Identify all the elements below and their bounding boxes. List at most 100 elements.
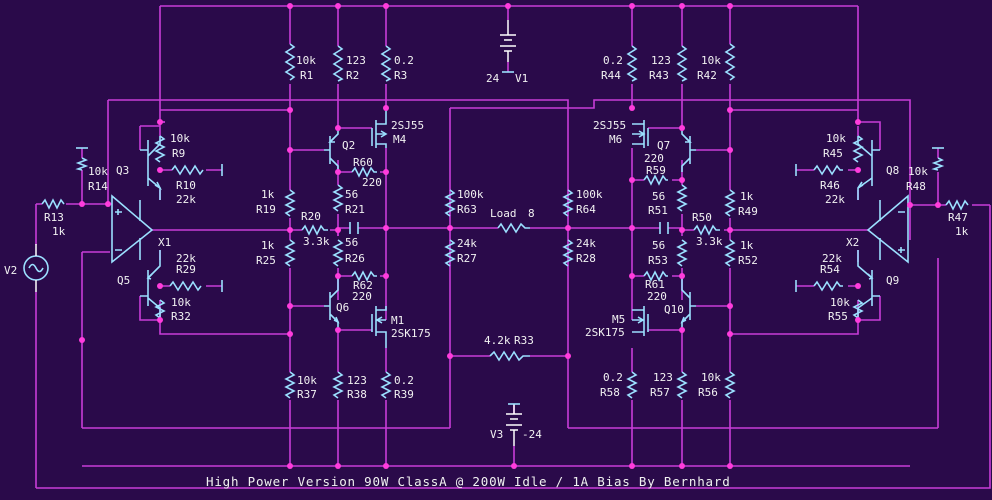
opamps	[111, 194, 909, 264]
resistor-r61	[643, 270, 668, 282]
resistor-r47	[945, 199, 969, 211]
label-r58-name: R58	[600, 386, 620, 399]
label-v1-name: V1	[515, 72, 528, 85]
resistor-r1	[284, 43, 296, 81]
label-r46-value: 22k	[825, 193, 845, 206]
label-r52-name: R52	[738, 254, 758, 267]
label-r43-name: R43	[649, 69, 669, 82]
label-r39-name: R39	[394, 388, 414, 401]
resistor-r42	[724, 43, 736, 81]
resistor-r56	[724, 371, 736, 399]
label-r61-name: R61	[645, 278, 665, 291]
label-q3: Q3	[116, 164, 129, 177]
resistor-r14	[75, 157, 89, 171]
label-m5-name: M5	[612, 313, 625, 326]
resistor-r28	[562, 239, 574, 267]
label-r59-name: R59	[646, 164, 666, 177]
label-r55-value: 10k	[830, 296, 850, 309]
label-r28-value: 24k	[576, 237, 596, 250]
resistor-r48	[931, 157, 945, 171]
label-r62-value: 220	[352, 290, 372, 303]
label-r20-name: R20	[301, 210, 321, 223]
label-r25-name: R25	[256, 254, 276, 267]
label-r13-name: R13	[44, 211, 64, 224]
resistor-r60	[351, 166, 377, 178]
label-m6-part: 2SJ55	[593, 119, 626, 132]
label-q2: Q2	[342, 139, 355, 152]
label-m4-name: M4	[393, 133, 407, 146]
junctions	[79, 3, 941, 469]
label-r1-value: 10k	[296, 54, 316, 67]
resistor-r39	[380, 371, 392, 399]
label-v3-name: V3	[490, 428, 503, 441]
label-r21-name: R21	[345, 203, 365, 216]
resistor-r9	[154, 135, 166, 163]
resistor-r52	[724, 239, 736, 267]
transistor-q7	[681, 128, 696, 172]
label-x2: X2	[846, 236, 859, 249]
label-r20-value: 3.3k	[303, 235, 330, 248]
label-m1-part: 2SK175	[391, 327, 431, 340]
source-v2	[23, 244, 49, 292]
label-q6: Q6	[336, 301, 349, 314]
label-r2-name: R2	[346, 69, 359, 82]
label-r29-value: 22k	[176, 252, 196, 265]
label-load-value: 8	[528, 207, 535, 220]
label-r27-name: R27	[457, 252, 477, 265]
label-r45-value: 10k	[826, 132, 846, 145]
label-x1: X1	[158, 236, 171, 249]
battery-v1	[500, 20, 516, 62]
sources	[23, 20, 944, 446]
transistor-q9	[857, 250, 880, 320]
resistor-r57	[676, 371, 688, 399]
bias-plate-left	[349, 222, 359, 234]
resistor-r54	[813, 280, 843, 292]
label-r32-value: 10k	[171, 296, 191, 309]
resistor-r29	[169, 280, 202, 292]
label-q10: Q10	[664, 303, 684, 316]
resistor-r63	[444, 189, 456, 217]
resistor-r43	[676, 45, 688, 82]
label-r14-value: 10k	[88, 165, 108, 178]
label-r61-value: 220	[647, 290, 667, 303]
label-r50-value: 3.3k	[696, 235, 723, 248]
resistor-r21	[332, 184, 344, 212]
label-r19-value: 1k	[261, 188, 275, 201]
transistor-q8	[857, 136, 880, 200]
label-r58-value: 0.2	[603, 371, 623, 384]
label-r49-name: R49	[738, 205, 758, 218]
label-r19-name: R19	[256, 203, 276, 216]
label-r64-value: 100k	[576, 188, 603, 201]
label-v2: V2	[4, 264, 17, 277]
label-r53-value: 56	[652, 239, 665, 252]
label-r57-value: 123	[653, 371, 673, 384]
label-load-name: Load	[490, 207, 517, 220]
resistor-r46	[813, 164, 843, 176]
bias-plate-right	[659, 222, 669, 234]
label-r39-value: 0.2	[394, 374, 414, 387]
resistor-r27	[444, 239, 456, 267]
label-r28-name: R28	[576, 252, 596, 265]
label-r26-value: 56	[345, 236, 358, 249]
mosfet-m4	[371, 108, 388, 148]
label-r53-name: R53	[648, 254, 668, 267]
resistor-r64	[562, 189, 574, 217]
label-r1-name: R1	[300, 69, 313, 82]
resistor-r50	[693, 224, 720, 236]
label-q7: Q7	[657, 139, 670, 152]
resistor-r26	[332, 239, 344, 267]
label-m1-name: M1	[391, 314, 404, 327]
transistor-q10	[680, 276, 696, 330]
label-r33-value: 4.2k	[484, 334, 511, 347]
transistor-q3	[140, 136, 162, 200]
label-r9-value: 10k	[170, 132, 190, 145]
label-r10-value: 22k	[176, 193, 196, 206]
label-m4-part: 2SJ55	[391, 119, 424, 132]
label-r48-value: 10k	[908, 165, 928, 178]
transistors	[140, 108, 880, 348]
label-r49-value: 1k	[740, 190, 754, 203]
label-r63-value: 100k	[457, 188, 484, 201]
label-r44-value: 0.2	[603, 54, 623, 67]
label-r25-value: 1k	[261, 239, 275, 252]
